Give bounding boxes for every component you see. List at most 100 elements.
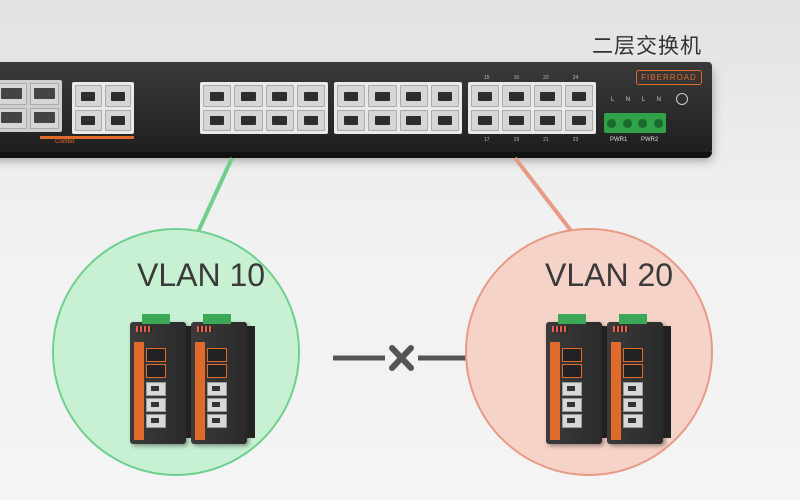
ethernet-port [234,109,263,131]
port-number: 22 [543,75,549,81]
ethernet-port [337,109,366,131]
ethernet-port [234,85,263,107]
ethernet-port [75,85,102,107]
sfp-port [29,107,59,129]
terminal-letters: L N L N [611,97,666,103]
rj45-port [207,382,227,396]
device-side-panel [134,342,144,440]
device-terminal [142,314,170,324]
device-leds [136,326,152,332]
rj45-port [562,382,582,396]
ethernet-port [296,109,325,131]
sfp-slot [623,348,643,362]
ethernet-port [104,85,131,107]
rj45-port [207,398,227,412]
sfp-slot [146,364,166,378]
ethernet-port [502,109,531,131]
page-title: 二层交换机 [592,34,702,58]
x-icon [389,345,414,371]
terminal-screw [638,118,648,128]
rj45-port [562,414,582,428]
ethernet-port [265,109,294,131]
device-leds [197,326,213,332]
vlan10-uplink [196,157,234,233]
switch-chassis-lip [0,152,712,158]
ethernet-port [203,109,232,131]
port-number: 23 [572,137,579,143]
power-terminal-block [604,113,666,133]
industrial-switch [130,314,194,444]
ethernet-port [430,109,459,131]
rj45-port [562,398,582,412]
ethernet-port [265,85,294,107]
ethernet-port [471,109,500,131]
device-terminal [619,314,647,324]
terminal-screw [653,118,663,128]
device-terminal [203,314,231,324]
ethernet-port [533,85,562,107]
sfp-port-block [0,80,62,132]
ethernet-port [399,85,428,107]
port-number: 21 [543,137,549,143]
ethernet-port [399,109,428,131]
rj45-port [623,414,643,428]
device-leds [552,326,568,332]
ethernet-port [564,85,593,107]
ethernet-port [430,85,459,107]
device-leds [613,326,629,332]
sfp-port [0,107,27,129]
sfp-port [29,83,59,105]
ethernet-port [296,85,325,107]
port-number: 15 [484,75,490,81]
rj45-port [623,398,643,412]
ethernet-port [337,85,366,107]
combo-indicator-bar [40,136,134,139]
port-numbers-top: 15 16 22 24 [484,75,578,81]
industrial-switch [546,314,610,444]
pwr1-label: PWR1 [610,137,628,143]
port-numbers-bottom: 17 19 21 23 [484,137,578,143]
vlan20-uplink [513,156,574,234]
brand-logo: FIBERROAD [636,70,702,85]
vlan10-label: VLAN 10 [137,257,266,293]
sfp-port [0,83,27,105]
port-number: 17 [484,137,490,143]
rj45-port [146,398,166,412]
sfp-slot [207,364,227,378]
sfp-slot [146,348,166,362]
port-block-1 [200,82,328,134]
ethernet-port [564,109,593,131]
ethernet-port [502,85,531,107]
terminal-screw [607,118,617,128]
device-side-panel [611,342,621,440]
device-side-panel [550,342,560,440]
port-number: 19 [513,137,520,143]
rj45-port [146,414,166,428]
ethernet-port [533,109,562,131]
port-number: 24 [572,75,579,81]
port-number: 16 [513,75,520,81]
rj45-port [146,382,166,396]
ethernet-port [104,109,131,131]
port-block-3 [468,82,596,134]
terminal-screw [622,118,632,128]
industrial-switch [607,314,671,444]
sfp-slot [623,364,643,378]
sfp-slot [562,364,582,378]
industrial-switch [191,314,255,444]
ground-icon [676,93,688,105]
ethernet-port [368,85,397,107]
ethernet-port [368,109,397,131]
port-block-2 [334,82,462,134]
ethernet-port [471,85,500,107]
vlan20-label: VLAN 20 [545,257,674,293]
rj45-port [207,414,227,428]
device-side-panel [195,342,205,440]
combo-label: Combo [55,139,75,145]
ethernet-port [203,85,232,107]
ethernet-port [75,109,102,131]
sfp-slot [562,348,582,362]
sfp-slot [207,348,227,362]
combo-port-block [72,82,134,134]
